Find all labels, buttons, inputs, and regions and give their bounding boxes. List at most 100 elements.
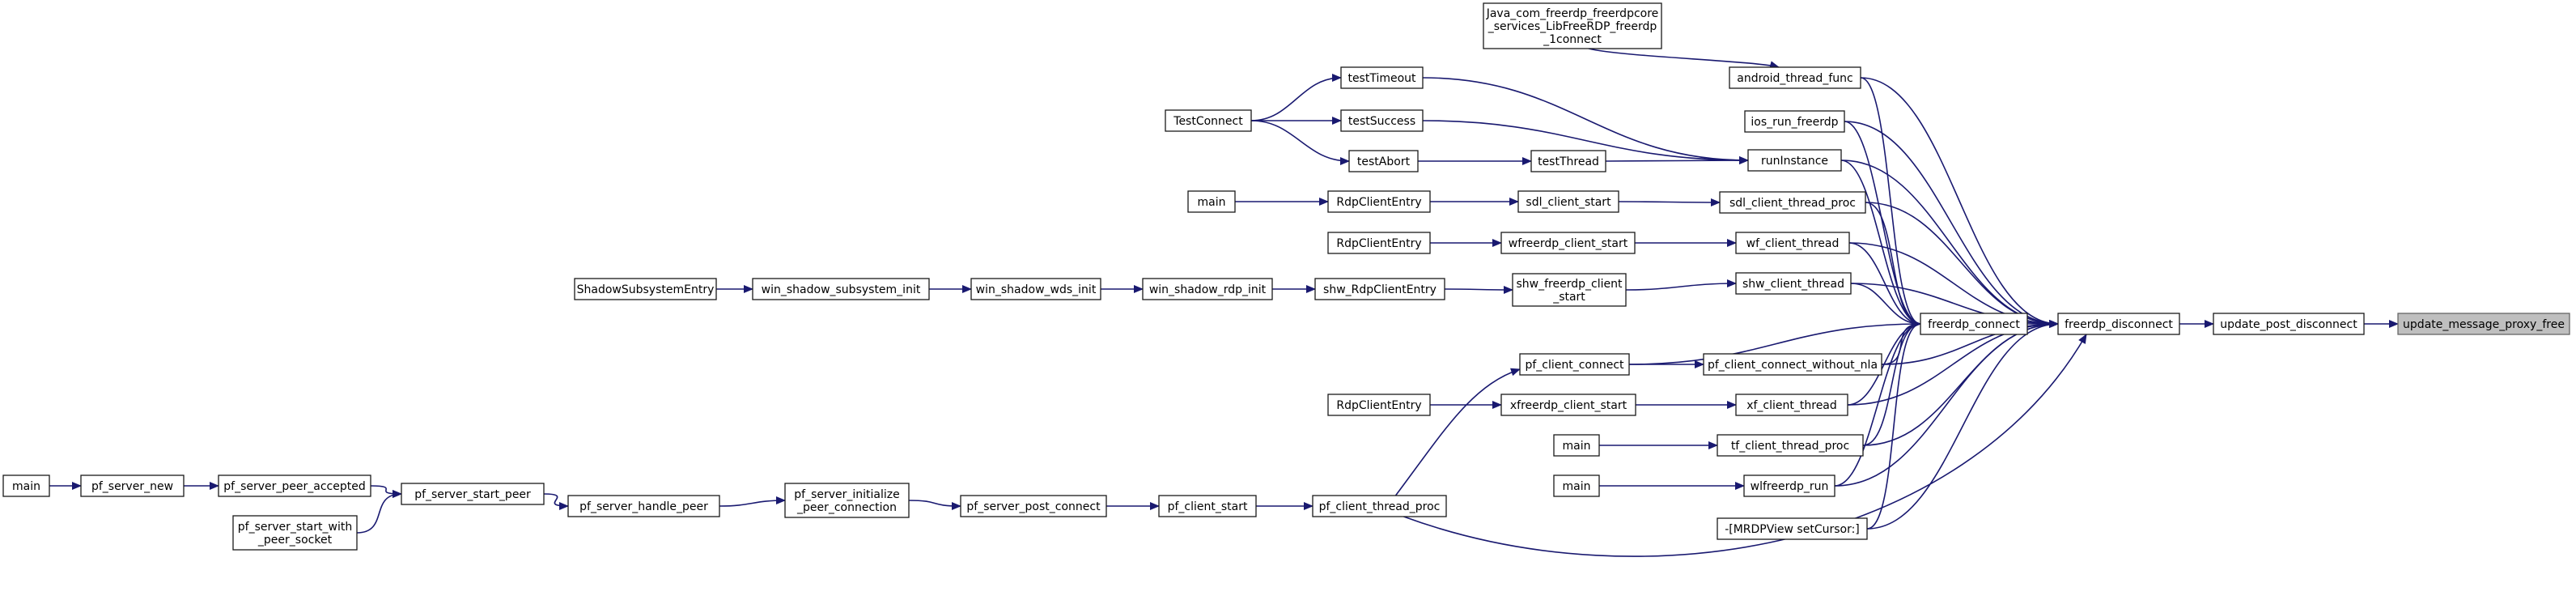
node-testsuccess[interactable]: testSuccess [1340, 109, 1424, 132]
node-pf-client-thread-proc[interactable]: pf_client_thread_proc [1312, 495, 1447, 517]
edge-shwrce-to-shwfcs [1444, 285, 1513, 294]
edge-mrdp-to-fcon [1866, 320, 1921, 530]
node-update-post-disconnect[interactable]: update_post_disconnect [2213, 313, 2365, 335]
edge-path [543, 493, 569, 510]
edge-path [1847, 320, 1921, 406]
node-box [1312, 495, 1447, 517]
node-rdpcliententry[interactable]: RdpClientEntry [1327, 394, 1431, 416]
node-mrdpview-setcursor[interactable]: -[MRDPView setCursor:] [1717, 517, 1868, 540]
node-pf-server-handle-peer[interactable]: pf_server_handle_peer [567, 495, 720, 517]
node-runinstance[interactable]: runInstance [1747, 149, 1842, 172]
edge-tfctp-to-fcon [1862, 320, 1921, 446]
edge-wlfr-to-fdis [1834, 320, 2059, 487]
node-label: pf_server_start_with [238, 521, 352, 534]
node-xfreerdp-client-start[interactable]: xfreerdp_client_start [1500, 394, 1636, 416]
node-pf-client-connect-without-nla[interactable]: pf_client_connect_without_nla [1703, 353, 1882, 376]
node-wfreerdp-client-start[interactable]: wfreerdp_client_start [1500, 232, 1636, 254]
node-win-shadow-wds-init[interactable]: win_shadow_wds_init [970, 278, 1101, 300]
node-box [784, 483, 910, 518]
node-box [1729, 66, 1861, 89]
node-testtimeout[interactable]: testTimeout [1340, 66, 1424, 89]
node-wlfreerdp-run[interactable]: wlfreerdp_run [1743, 474, 1835, 497]
node-shw-freerdp-client-start[interactable]: shw_freerdp_client_start [1512, 273, 1627, 307]
edge-path [1834, 320, 2059, 487]
node-update-message-proxy-free[interactable]: update_message_proxy_free [2397, 313, 2570, 335]
node-main[interactable]: main [1553, 474, 1600, 497]
node-box [2213, 313, 2365, 335]
node-win-shadow-rdp-init[interactable]: win_shadow_rdp_init [1142, 278, 1273, 300]
edge-path [356, 490, 402, 534]
node-box [1327, 232, 1431, 254]
node-box [1187, 190, 1236, 213]
edge-tconn-to-tabort [1250, 120, 1350, 165]
node-box [1512, 273, 1627, 307]
node-rdpcliententry[interactable]: RdpClientEntry [1327, 190, 1431, 213]
node-label: pf_server_handle_peer [579, 500, 708, 513]
node-box [970, 278, 1101, 300]
node-freerdp-connect[interactable]: freerdp_connect [1920, 313, 2028, 335]
node-label: pf_client_connect [1525, 359, 1624, 372]
edge-path [1866, 320, 1921, 530]
node-box [2, 474, 50, 497]
node-label: _peer_socket [257, 534, 333, 547]
edge-path [1444, 285, 1513, 294]
node-pf-server-initialize-peer-connection[interactable]: pf_server_initialize_peer_connection [784, 483, 910, 518]
node-sdl-client-thread-proc[interactable]: sdl_client_thread_proc [1719, 191, 1866, 214]
edge-path [1625, 279, 1737, 291]
edge-pfspa-to-pfssp [370, 485, 402, 498]
node-box [1717, 434, 1864, 457]
node-wf-client-thread[interactable]: wf_client_thread [1735, 232, 1850, 254]
node-label: _start [1552, 291, 1585, 304]
node-tf-client-thread-proc[interactable]: tf_client_thread_proc [1717, 434, 1864, 457]
node-box [218, 474, 371, 497]
node-testconnect[interactable]: TestConnect [1165, 109, 1252, 132]
edge-pfsswps-to-pfssp [356, 490, 402, 534]
node-label: Java_com_freerdp_freerdpcore [1486, 7, 1659, 20]
node-box [1500, 232, 1636, 254]
node-label: update_post_disconnect [2220, 318, 2357, 331]
node-box [1717, 517, 1868, 540]
node-label: shw_freerdp_client [1517, 278, 1623, 291]
node-box [1703, 353, 1882, 376]
node-shw-rdpcliententry[interactable]: shw_RdpClientEntry [1314, 278, 1445, 300]
node-box [1553, 434, 1600, 457]
node-label: pf_server_post_connect [966, 500, 1101, 513]
node-box [1743, 474, 1835, 497]
node-label: shw_RdpClientEntry [1323, 283, 1437, 296]
node-pf-client-start[interactable]: pf_client_start [1158, 495, 1257, 517]
edge-path [1860, 77, 1921, 328]
node-win-shadow-subsystem-init[interactable]: win_shadow_subsystem_init [752, 278, 930, 300]
node-freerdp-disconnect[interactable]: freerdp_disconnect [2057, 313, 2180, 335]
node-shw-client-thread[interactable]: shw_client_thread [1735, 272, 1852, 295]
node-java-com-freerdp-freerdpcore-services-libfreerdp-freerdp-1connect[interactable]: Java_com_freerdp_freerdpcore_services_Li… [1483, 2, 1662, 49]
node-testabort[interactable]: testAbort [1348, 150, 1419, 172]
node-layer: update_message_proxy_free update_post_dis… [2, 2, 2570, 551]
node-label: _1connect [1543, 33, 1602, 46]
node-pf-server-post-connect[interactable]: pf_server_post_connect [960, 495, 1107, 517]
node-pf-server-new[interactable]: pf_server_new [80, 474, 185, 497]
node-main[interactable]: main [2, 474, 50, 497]
node-main[interactable]: main [1553, 434, 1600, 457]
node-sdl-client-start[interactable]: sdl_client_start [1517, 190, 1619, 213]
node-box [1483, 2, 1662, 49]
node-pf-client-connect[interactable]: pf_client_connect [1519, 353, 1630, 376]
node-ios-run-freerdp[interactable]: ios_run_freerdp [1744, 110, 1845, 133]
node-rdpcliententry[interactable]: RdpClientEntry [1327, 232, 1431, 254]
node-box [2057, 313, 2180, 335]
node-android-thread-func[interactable]: android_thread_func [1729, 66, 1861, 89]
node-label: _services_LibFreeRDP_freerdp [1487, 20, 1657, 33]
node-label: runInstance [1761, 155, 1828, 168]
edge-xfct-to-fcon [1847, 320, 1921, 406]
node-main[interactable]: main [1187, 190, 1236, 213]
node-pf-server-start-with-peer-socket[interactable]: pf_server_start_with_peer_socket [232, 515, 358, 551]
node-label: RdpClientEntry [1336, 196, 1421, 209]
node-testthread[interactable]: testThread [1530, 150, 1606, 172]
node-pf-server-start-peer[interactable]: pf_server_start_peer [401, 483, 545, 505]
node-label: RdpClientEntry [1336, 399, 1421, 412]
edge-path [1628, 320, 1921, 365]
node-xf-client-thread[interactable]: xf_client_thread [1735, 394, 1848, 416]
edge-atf-to-fcon [1860, 77, 1921, 328]
node-pf-server-peer-accepted[interactable]: pf_server_peer_accepted [218, 474, 371, 497]
node-label: freerdp_disconnect [2065, 318, 2173, 331]
node-shadowsubsystementry[interactable]: ShadowSubsystemEntry [574, 278, 717, 300]
